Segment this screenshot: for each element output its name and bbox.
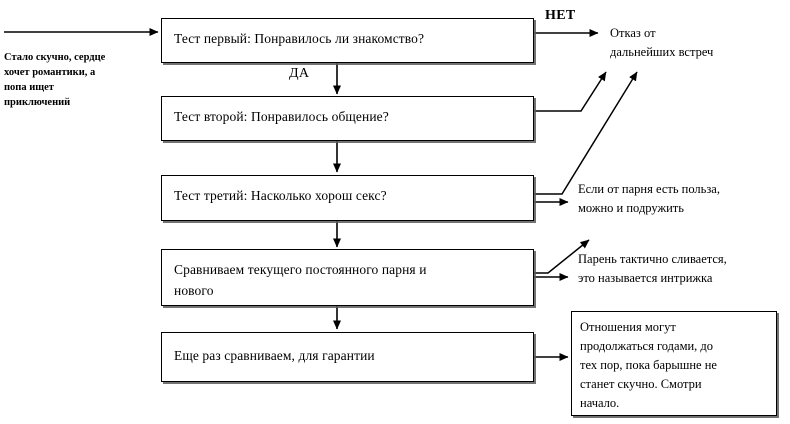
process-box-test-1-label: Тест первый: Понравилось ли знакомство? — [174, 31, 425, 46]
process-box-compare-again-label: Еще раз сравниваем, для гарантии — [174, 348, 375, 363]
outcome-fling-label: Парень тактично сливается, это называетс… — [578, 252, 727, 285]
process-box-test-3-label: Тест третий: Насколько хорош секс? — [174, 188, 387, 203]
process-box-compare-current-new-label: Сравниваем текущего постоянного парня и … — [174, 262, 427, 298]
process-box-test-3[interactable]: Тест третий: Насколько хорош секс? — [161, 175, 534, 221]
process-box-test-1[interactable]: Тест первый: Понравилось ли знакомство? — [161, 18, 534, 63]
outcome-long-term-box[interactable]: Отношения могут продолжаться годами, до … — [571, 311, 777, 416]
process-box-test-2-label: Тест второй: Понравилось общение? — [174, 109, 389, 124]
no-label: НЕТ — [545, 8, 576, 23]
outcome-friendship-label: Если от парня есть польза, можно и подру… — [578, 182, 720, 215]
connector-step2-refusal — [534, 71, 607, 112]
connector-step3-refusal — [534, 71, 638, 195]
process-box-compare-again[interactable]: Еще раз сравниваем, для гарантии — [161, 332, 534, 382]
yes-label: ДА — [289, 66, 310, 81]
process-box-test-2[interactable]: Тест второй: Понравилось общение? — [161, 96, 534, 141]
intro-caption: Стало скучно, сердце хочет романтики, а … — [4, 52, 106, 108]
outcome-refusal-label: Отказ от дальнейших встреч — [610, 26, 714, 59]
outcome-long-term-label: Отношения могут продолжаться годами, до … — [580, 320, 717, 410]
process-box-compare-current-new[interactable]: Сравниваем текущего постоянного парня и … — [161, 249, 534, 306]
